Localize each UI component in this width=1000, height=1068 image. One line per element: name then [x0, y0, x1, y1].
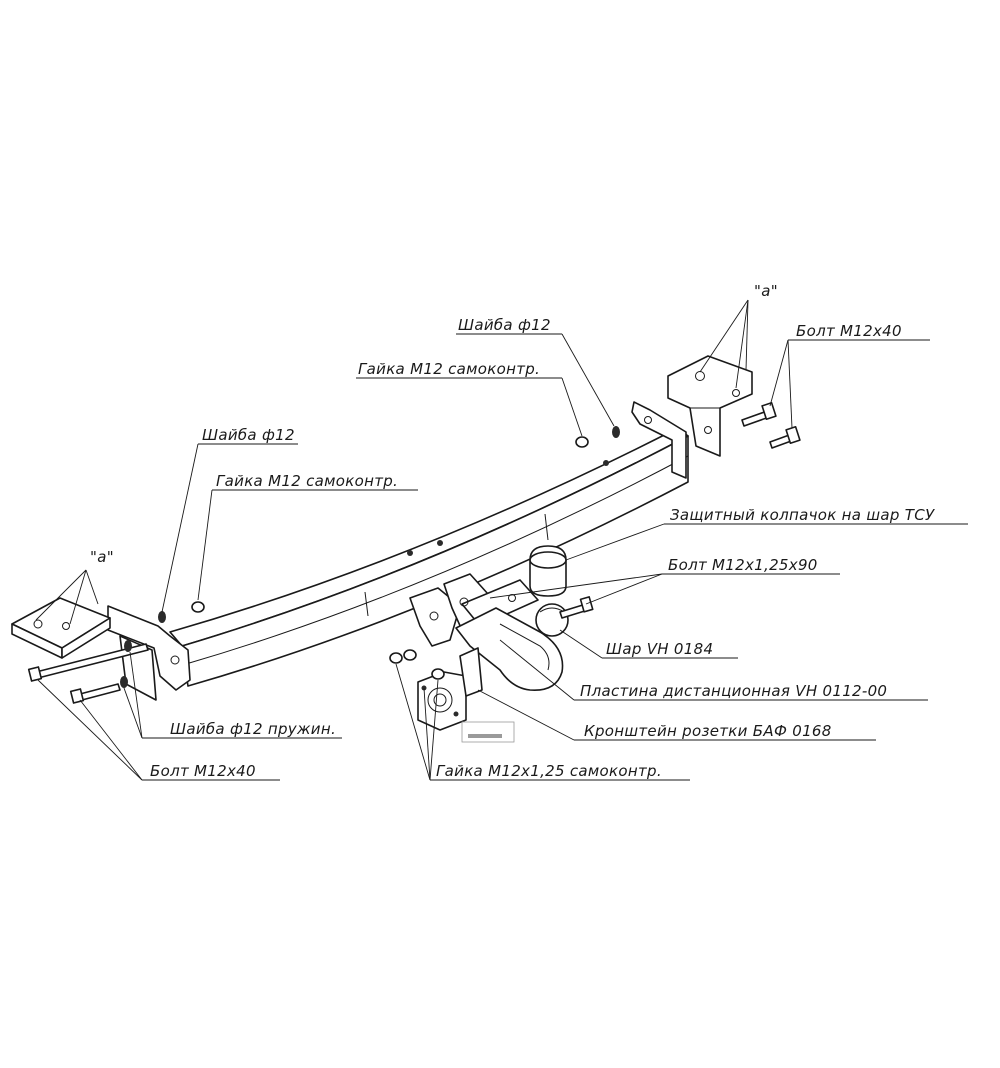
ball-nuts	[389, 649, 445, 680]
left-bolts	[27, 601, 205, 704]
tow-ball	[535, 603, 569, 637]
stamp-mark	[461, 721, 515, 743]
label-cap: Защитный колпачок на шар ТСУ	[670, 506, 935, 524]
beam-right-end-plate	[631, 401, 687, 479]
label-a-left: "a"	[90, 548, 114, 566]
label-nut-ball: Гайка М12х1,25 самоконтр.	[436, 762, 662, 780]
right-mounting-bracket	[667, 355, 753, 457]
label-washer-right: Шайба ф12	[458, 316, 551, 334]
label-bolt-ball: Болт М12х1,25х90	[668, 556, 818, 574]
label-bolt-right: Болт М12х40	[796, 322, 902, 340]
labels: "a" "a" Шайба ф12 Гайка М12 самоконтр. Ш…	[90, 282, 935, 780]
label-plate: Пластина дистанционная VH 0112-00	[580, 682, 887, 700]
label-bracket: Кронштейн розетки БАФ 0168	[584, 722, 832, 740]
right-nuts-washers	[575, 426, 620, 448]
label-bolt-left: Болт М12х40	[150, 762, 256, 780]
ball-cap	[529, 545, 567, 597]
right-bolts	[741, 401, 801, 449]
label-spring-washer: Шайба ф12 пружин.	[170, 720, 336, 738]
leader-lines	[35, 299, 968, 781]
left-mounting-bracket	[11, 597, 111, 659]
label-washer-left: Шайба ф12	[202, 426, 295, 444]
label-nut-left: Гайка М12 самоконтр.	[216, 472, 398, 490]
label-nut-right: Гайка М12 самоконтр.	[358, 360, 540, 378]
cross-beam	[169, 427, 689, 687]
socket-bracket	[417, 647, 483, 731]
label-ball: Шар VH 0184	[606, 640, 713, 658]
center-mount-plates	[409, 573, 539, 647]
ball-bolt	[559, 596, 594, 619]
label-a-right: "a"	[754, 282, 778, 300]
